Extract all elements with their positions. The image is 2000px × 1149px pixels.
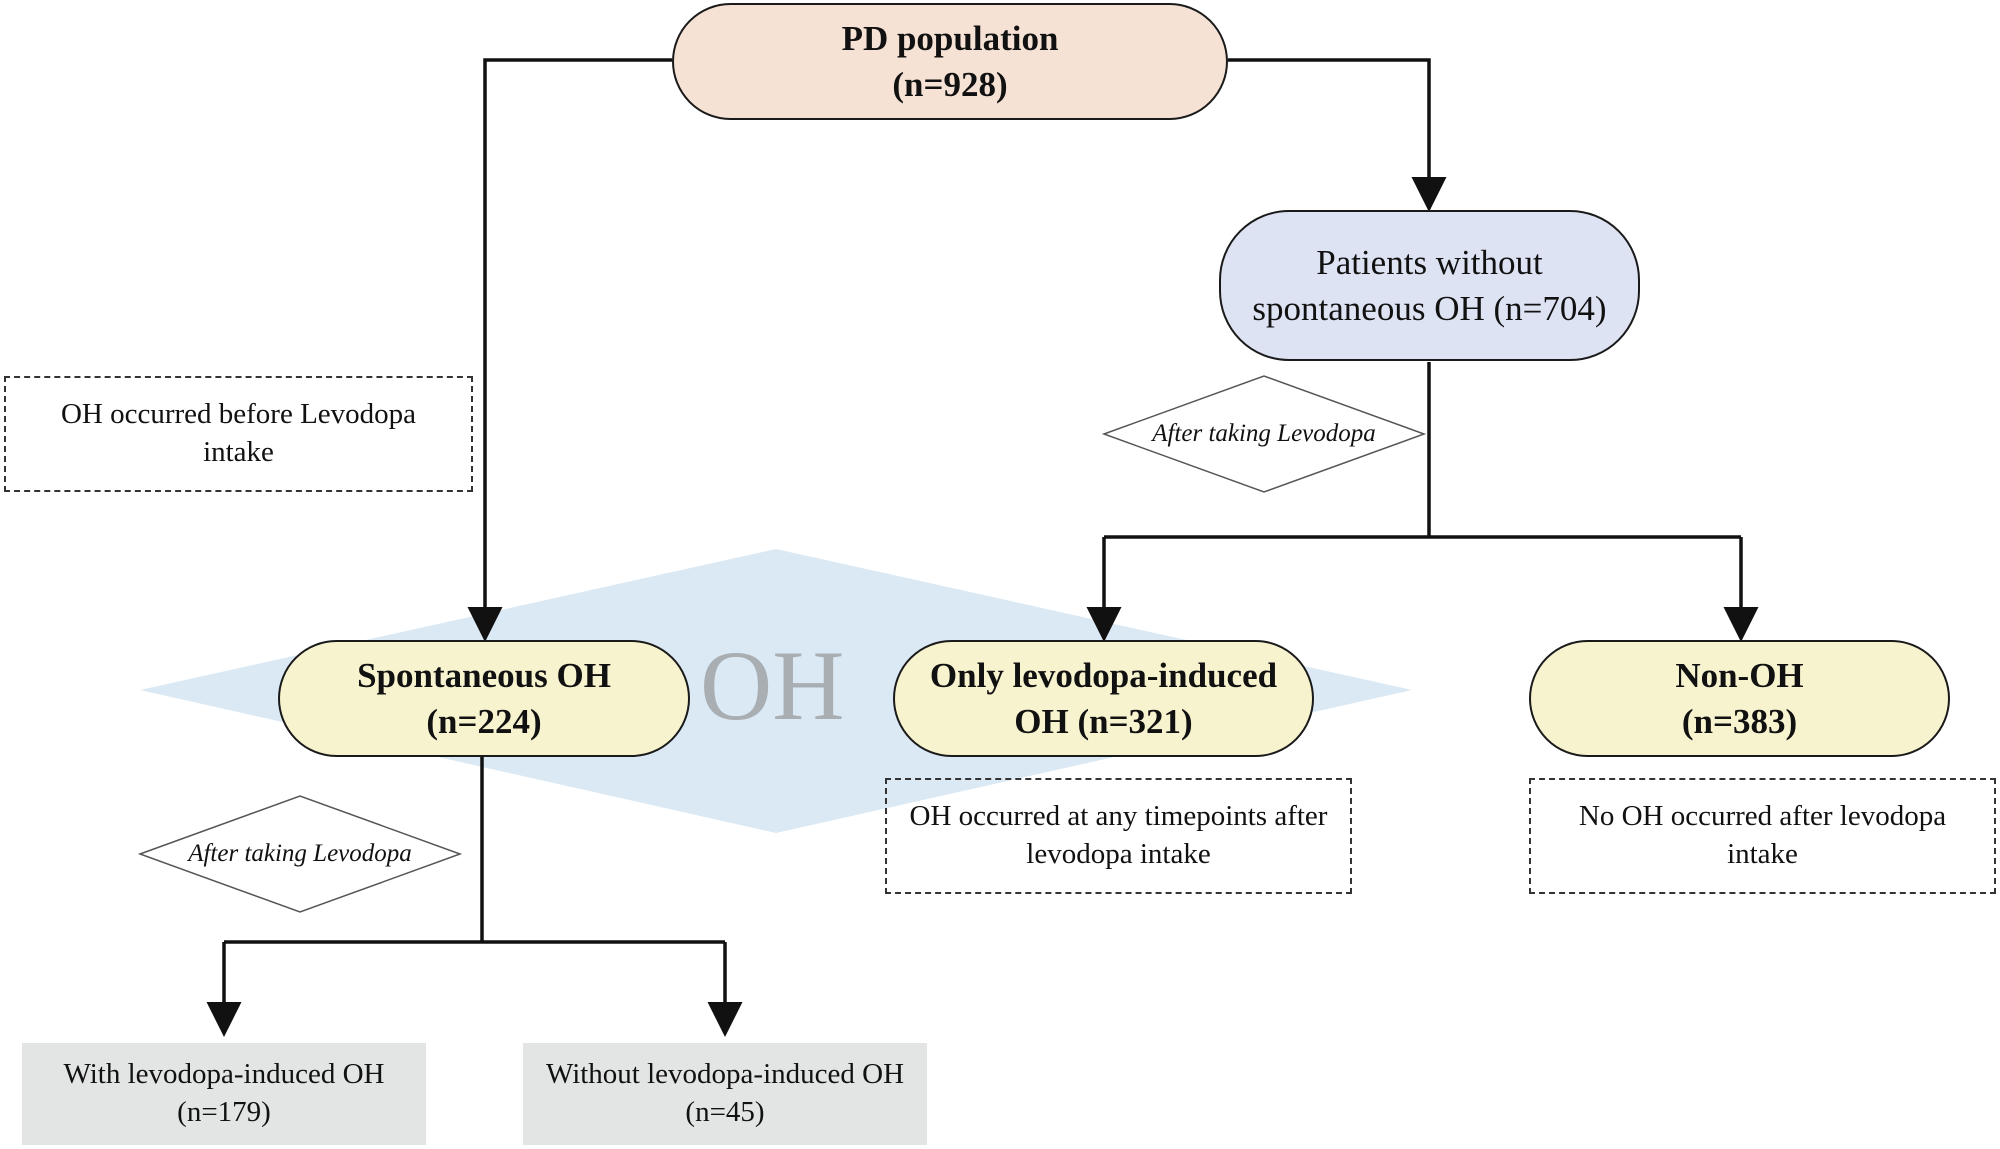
non-oh-count: (n=383) bbox=[1681, 701, 1798, 741]
note-before-line1: OH occurred before Levodopa bbox=[60, 398, 417, 431]
after-levodopa-diamond-right bbox=[1101, 375, 1427, 493]
arrow-pd-to-without bbox=[1228, 58, 1447, 212]
non-oh-node: Non-OH (n=383) bbox=[1529, 640, 1950, 757]
oh-watermark-text: OH bbox=[700, 630, 845, 741]
without-levodopa-node: Without levodopa-induced OH (n=45) bbox=[523, 1043, 927, 1145]
after-levodopa-label-right: After taking Levodopa bbox=[1152, 420, 1376, 447]
note-none-line1: No OH occurred after levodopa bbox=[1578, 800, 1947, 833]
with-levodopa-line1: With levodopa-induced OH bbox=[63, 1058, 385, 1091]
patients-without-line2: spontaneous OH (n=704) bbox=[1252, 288, 1607, 328]
note-none-line2: intake bbox=[1727, 838, 1798, 870]
note-before-line2: intake bbox=[203, 436, 274, 468]
note-any-timepoint: OH occurred at any timepoints after levo… bbox=[885, 778, 1352, 894]
note-any-line2: levodopa intake bbox=[1026, 838, 1211, 870]
patients-without-line1: Patients without bbox=[1316, 243, 1543, 282]
spontaneous-oh-count: (n=224) bbox=[426, 701, 542, 741]
only-levodopa-node: Only levodopa-induced OH (n=321) bbox=[893, 640, 1314, 757]
pd-population-title: PD population bbox=[841, 19, 1059, 58]
without-levodopa-line2: (n=45) bbox=[685, 1096, 765, 1128]
arrow-pd-to-spontaneous bbox=[467, 58, 672, 642]
patients-without-node: Patients without spontaneous OH (n=704) bbox=[1219, 210, 1640, 361]
spontaneous-oh-node: Spontaneous OH (n=224) bbox=[278, 640, 690, 757]
note-any-line1: OH occurred at any timepoints after bbox=[909, 800, 1328, 833]
pd-population-node: PD population (n=928) bbox=[672, 3, 1228, 120]
pd-population-count: (n=928) bbox=[892, 64, 1008, 104]
with-levodopa-line2: (n=179) bbox=[177, 1096, 271, 1128]
non-oh-title: Non-OH bbox=[1675, 656, 1804, 695]
spontaneous-oh-title: Spontaneous OH bbox=[357, 656, 611, 695]
only-levodopa-line1: Only levodopa-induced bbox=[929, 656, 1278, 695]
note-no-oh: No OH occurred after levodopa intake bbox=[1529, 778, 1996, 894]
only-levodopa-line2: OH (n=321) bbox=[1014, 701, 1193, 741]
note-before-levodopa: OH occurred before Levodopa intake bbox=[4, 376, 473, 492]
after-levodopa-label-left: After taking Levodopa bbox=[188, 840, 412, 867]
after-levodopa-diamond-left bbox=[137, 795, 463, 913]
without-levodopa-line1: Without levodopa-induced OH bbox=[545, 1058, 905, 1091]
with-levodopa-node: With levodopa-induced OH (n=179) bbox=[22, 1043, 426, 1145]
